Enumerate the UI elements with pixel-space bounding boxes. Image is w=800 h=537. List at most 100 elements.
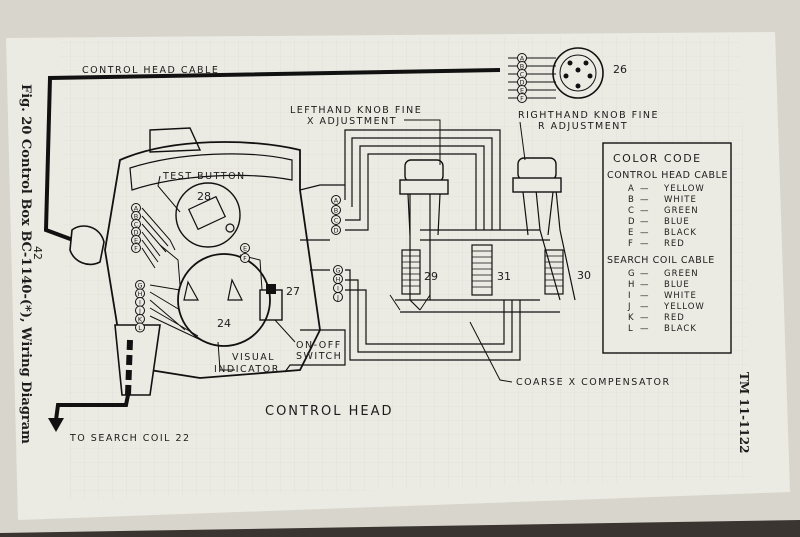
color-code-color: BLACK xyxy=(664,324,697,334)
svg-text:E: E xyxy=(134,237,138,245)
switch-number: 27 xyxy=(286,285,300,298)
head-terminal-h: H xyxy=(135,288,145,299)
visual-indicator-label-2: INDICATOR xyxy=(214,364,280,375)
head-terminal-g: G xyxy=(135,280,145,290)
visual-indicator-number: 24 xyxy=(217,317,231,330)
righthand-knob-label-1: RIGHTHAND KNOB FINE xyxy=(518,110,659,121)
svg-text:—: — xyxy=(640,291,649,301)
color-code-color: RED xyxy=(664,239,685,249)
color-code-row: D—BLUE xyxy=(628,217,689,227)
svg-text:—: — xyxy=(640,302,649,312)
right-knob-assembly: 30 xyxy=(512,157,591,295)
visual-indicator-label-1: VISUAL xyxy=(232,352,275,363)
test-button-number: 28 xyxy=(197,190,211,203)
svg-text:F: F xyxy=(520,95,524,103)
color-code-color: BLACK xyxy=(664,228,697,238)
housing-top-tab xyxy=(149,127,202,153)
right-coil-number: 30 xyxy=(577,269,591,282)
right-coil-30-body xyxy=(544,249,564,295)
svg-text:C: C xyxy=(334,217,339,225)
color-code-row: A — YELLOW xyxy=(628,184,705,194)
center-coil-number: 31 xyxy=(497,270,511,283)
connector-ring xyxy=(559,54,597,92)
wiring-harness xyxy=(284,129,576,373)
switch-label-1: ON-OFF xyxy=(296,340,342,351)
connector-terminal-a: A xyxy=(517,53,527,63)
color-code-color: RED xyxy=(664,313,685,323)
svg-text:F: F xyxy=(134,245,138,253)
compensator-terminal-a: A xyxy=(331,195,341,205)
center-coil-31-body xyxy=(471,244,493,296)
color-code-letter: K xyxy=(628,313,634,323)
switch-label-2: SWITCH xyxy=(296,351,342,362)
head-terminal-i: I xyxy=(135,297,145,307)
left-knob-cap xyxy=(404,159,444,183)
color-code-color: WHITE xyxy=(664,195,697,205)
control-head-housing xyxy=(104,127,321,379)
search-coil-cable-line xyxy=(54,394,130,421)
compensator-terminal-d: D xyxy=(331,225,341,235)
head-terminal-j: J xyxy=(135,305,145,316)
color-code-color: YELLOW xyxy=(663,184,705,194)
left-coil-number: 29 xyxy=(424,270,438,283)
head-internal-wires-lower xyxy=(149,284,206,343)
center-coil-assembly: 31 xyxy=(471,244,511,296)
color-code-row: I—WHITE xyxy=(628,291,697,301)
test-button-label: TEST BUTTON xyxy=(162,171,246,182)
color-code-letter: B xyxy=(628,195,634,205)
housing-face-panel xyxy=(129,153,293,191)
righthand-knob-label-2: R ADJUSTMENT xyxy=(538,121,628,132)
housing-outline xyxy=(104,141,321,379)
figure-caption: Fig. 20 Control Box BC-1140-(*), Wiring … xyxy=(18,84,33,444)
svg-text:—: — xyxy=(640,217,649,227)
lefthand-knob-label-1: LEFTHAND KNOB FINE xyxy=(290,105,422,116)
visual-indicator-ring xyxy=(177,253,271,347)
color-code-color: WHITE xyxy=(664,291,697,301)
svg-text:B: B xyxy=(134,213,138,221)
color-code-row: G—GREEN xyxy=(628,269,698,279)
compensator-terminal-c: C xyxy=(331,215,341,225)
control-head-label: CONTROL HEAD xyxy=(265,404,394,419)
control-head-cable-label: CONTROL HEAD CABLE xyxy=(82,65,219,76)
svg-text:J: J xyxy=(336,294,339,302)
connector-26: 26 xyxy=(508,47,627,99)
connector-terminal-f: F xyxy=(517,93,527,103)
color-code-row: B — WHITE xyxy=(628,195,697,205)
test-button-ring xyxy=(175,182,241,248)
control-head-cable-title: CONTROL HEAD CABLE xyxy=(607,170,728,181)
svg-text:H: H xyxy=(336,276,341,284)
svg-text:F: F xyxy=(243,255,247,263)
onoff-switch-27: 27 ON-OFF SWITCH xyxy=(259,284,342,362)
head-terminal-f-inner: F xyxy=(240,253,250,263)
color-code-row: J—YELLOW xyxy=(627,302,704,312)
color-code-letter: F xyxy=(628,239,633,249)
svg-text:C: C xyxy=(520,71,525,79)
svg-text:E: E xyxy=(520,87,524,95)
svg-text:D: D xyxy=(519,79,524,87)
compensator-terminal-g: G xyxy=(333,265,343,275)
color-code-row: C—GREEN xyxy=(628,206,698,216)
color-code-letter: A xyxy=(628,184,634,194)
svg-text:—: — xyxy=(640,324,649,334)
head-internal-wires-upper xyxy=(141,207,176,269)
svg-text:B: B xyxy=(334,207,338,215)
svg-text:I: I xyxy=(337,285,339,293)
svg-text:B: B xyxy=(520,63,524,71)
svg-text:—: — xyxy=(640,195,649,205)
compensator-terminal-h: H xyxy=(333,274,343,284)
head-terminal-k: K xyxy=(135,314,145,324)
svg-text:—: — xyxy=(640,184,649,194)
color-code-row: K—RED xyxy=(628,313,685,323)
color-code-letter: L xyxy=(628,324,633,334)
search-coil-arrow xyxy=(48,418,64,432)
right-knob-cap xyxy=(517,157,557,181)
svg-text:—: — xyxy=(640,269,649,279)
svg-text:J: J xyxy=(138,307,141,315)
svg-text:C: C xyxy=(134,221,139,229)
color-code-row: H—BLUE xyxy=(628,280,689,290)
head-terminal-e-inner: E xyxy=(240,243,250,253)
